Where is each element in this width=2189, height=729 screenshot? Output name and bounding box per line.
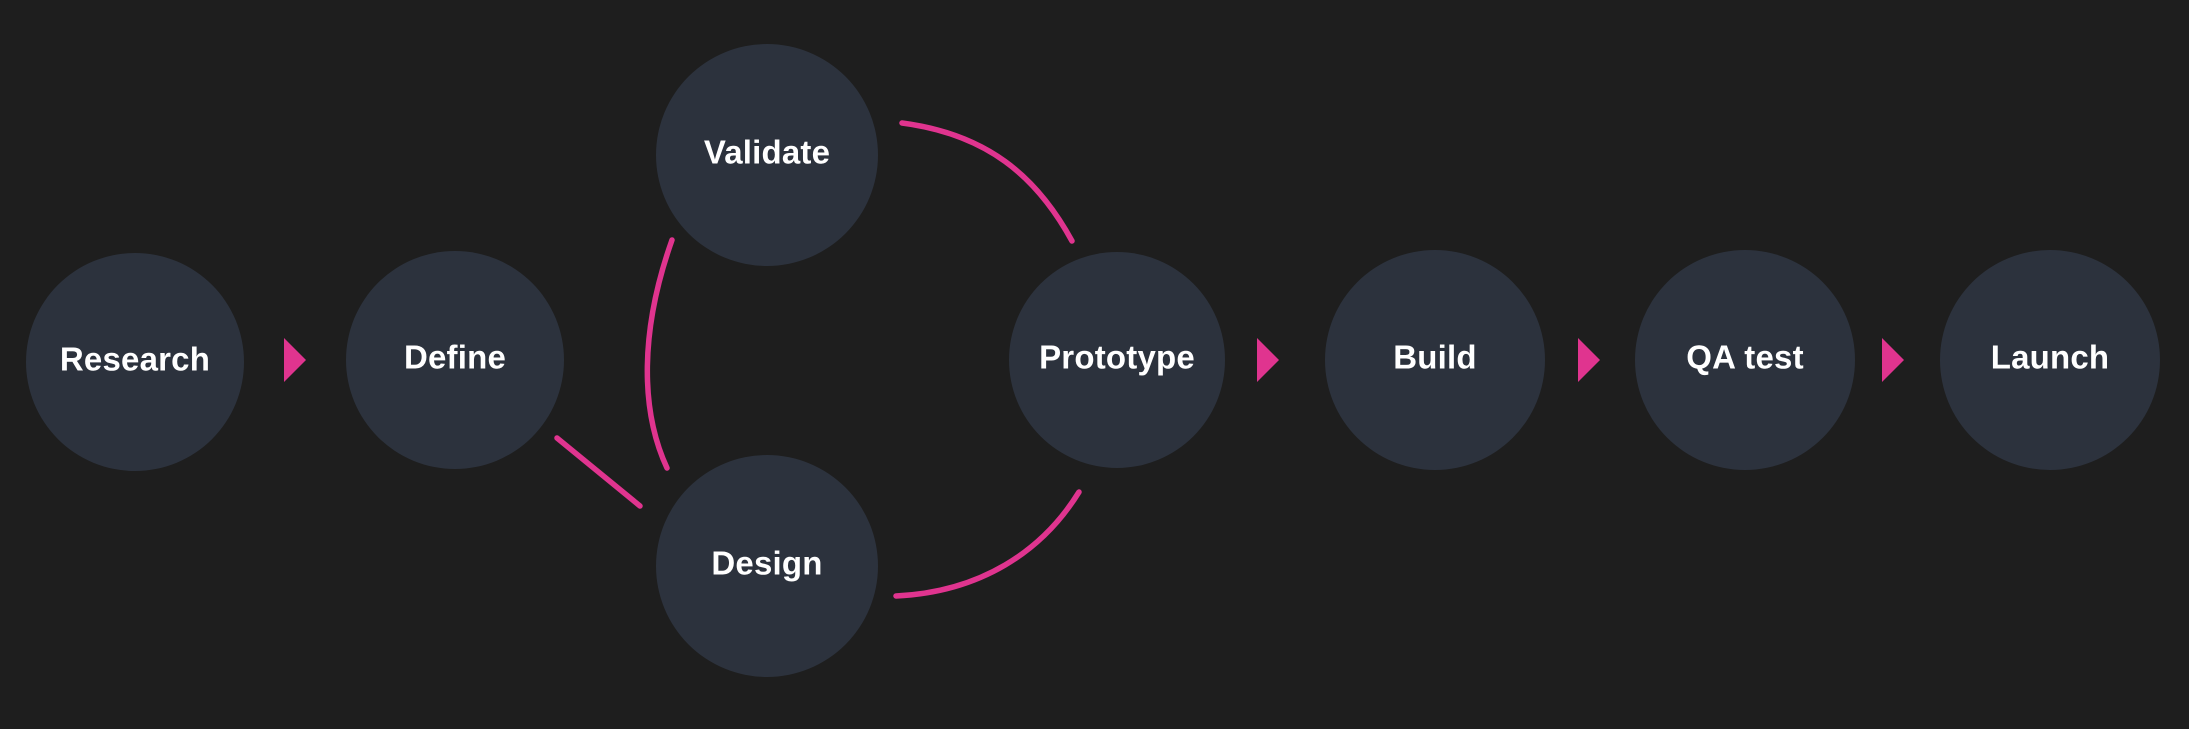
node-research-label: Research [60, 341, 210, 378]
node-validate[interactable]: Validate [656, 44, 878, 266]
node-prototype[interactable]: Prototype [1009, 252, 1225, 468]
edge-prototype-to-validate [899, 120, 1075, 244]
edge-group [554, 120, 1082, 599]
node-research[interactable]: Research [26, 253, 244, 471]
node-define[interactable]: Define [346, 251, 564, 469]
chevron-right-icon-prototype-to-build [1257, 338, 1279, 382]
node-qa-test-circle[interactable] [1635, 250, 1855, 470]
chevron-group [284, 338, 1904, 382]
node-design-circle[interactable] [656, 455, 878, 677]
node-design[interactable]: Design [656, 455, 878, 677]
node-define-circle[interactable] [346, 251, 564, 469]
node-validate-label: Validate [704, 134, 830, 171]
node-prototype-circle[interactable] [1009, 252, 1225, 468]
edge-define-to-design [554, 435, 643, 509]
node-group: Research Define Validate Design Prototyp… [26, 44, 2160, 677]
node-launch-circle[interactable] [1940, 250, 2160, 470]
edge-validate-to-design [644, 237, 675, 471]
edge-validate-to-design-line [644, 237, 675, 471]
node-build-circle[interactable] [1325, 250, 1545, 470]
node-launch-label: Launch [1991, 339, 2110, 376]
node-qa-test-label: QA test [1686, 339, 1804, 376]
node-validate-circle[interactable] [656, 44, 878, 266]
chevron-right-icon-research-to-define [284, 338, 306, 382]
node-define-label: Define [404, 339, 506, 376]
edge-design-to-prototype [893, 489, 1082, 599]
node-build[interactable]: Build [1325, 250, 1545, 470]
chevron-right-icon-build-to-qa-test [1578, 338, 1600, 382]
edge-define-to-design-line [554, 435, 643, 509]
edge-prototype-to-validate-line [899, 120, 1075, 244]
node-prototype-label: Prototype [1039, 339, 1195, 376]
node-build-label: Build [1393, 339, 1476, 376]
node-qa-test[interactable]: QA test [1635, 250, 1855, 470]
node-launch[interactable]: Launch [1940, 250, 2160, 470]
edge-design-to-prototype-line [893, 489, 1082, 599]
chevron-right-icon-qa-test-to-launch [1882, 338, 1904, 382]
node-design-label: Design [711, 545, 822, 582]
node-research-circle[interactable] [26, 253, 244, 471]
